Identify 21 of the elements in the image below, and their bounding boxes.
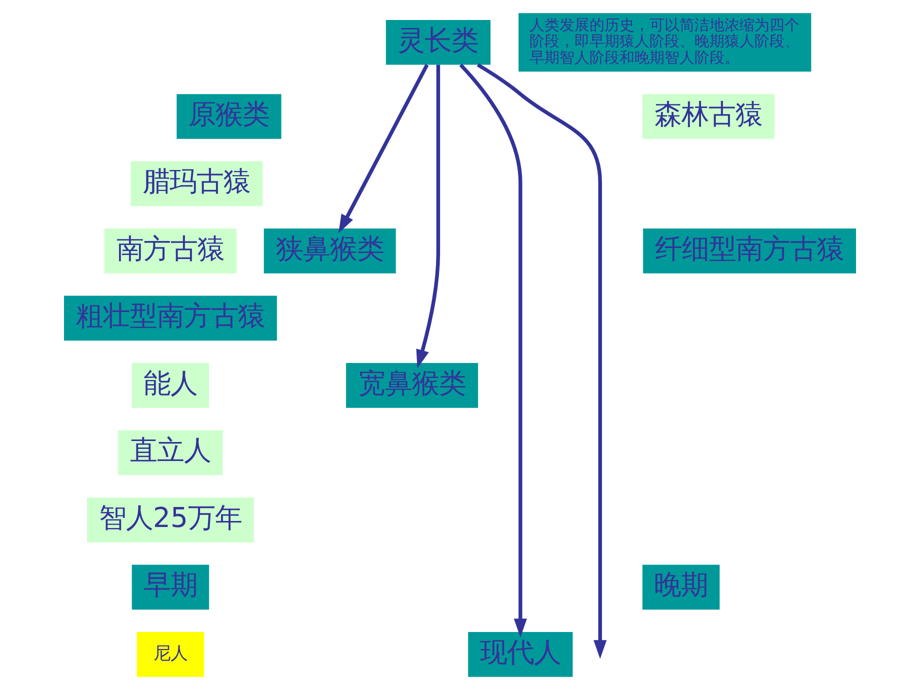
node-box: 宽鼻猴类 [346, 363, 478, 408]
node-box: 森林古猿 [642, 94, 774, 139]
node-box: 人类发展的历史，可以简洁地浓缩为四个阶段，即早期猿人阶段、晚期猿人阶段、早期智人阶段和晚期智人阶段。 [518, 13, 812, 72]
node-box: 纤细型南方古猿 [643, 228, 856, 274]
node-box: 早期 [132, 564, 210, 610]
node-box: 狭鼻猴类 [264, 228, 396, 274]
node-box: 粗壮型南方古猿 [64, 296, 277, 341]
node-box: 原猴类 [176, 94, 282, 139]
node-box: 现代人 [468, 632, 573, 677]
node-box: 腊玛古猿 [130, 161, 263, 206]
arrow [476, 63, 607, 659]
node-box: 灵长类 [386, 20, 490, 65]
arrow [338, 64, 429, 234]
node-box: 晚期 [642, 564, 720, 610]
arrow [416, 64, 440, 368]
node-box: 南方古猿 [104, 228, 236, 274]
node-box: 直立人 [118, 430, 223, 476]
node-box: 能人 [132, 363, 210, 408]
node-box: 尼人 [136, 632, 204, 677]
node-box: 智人25万年 [87, 498, 254, 542]
arrow [459, 64, 527, 638]
